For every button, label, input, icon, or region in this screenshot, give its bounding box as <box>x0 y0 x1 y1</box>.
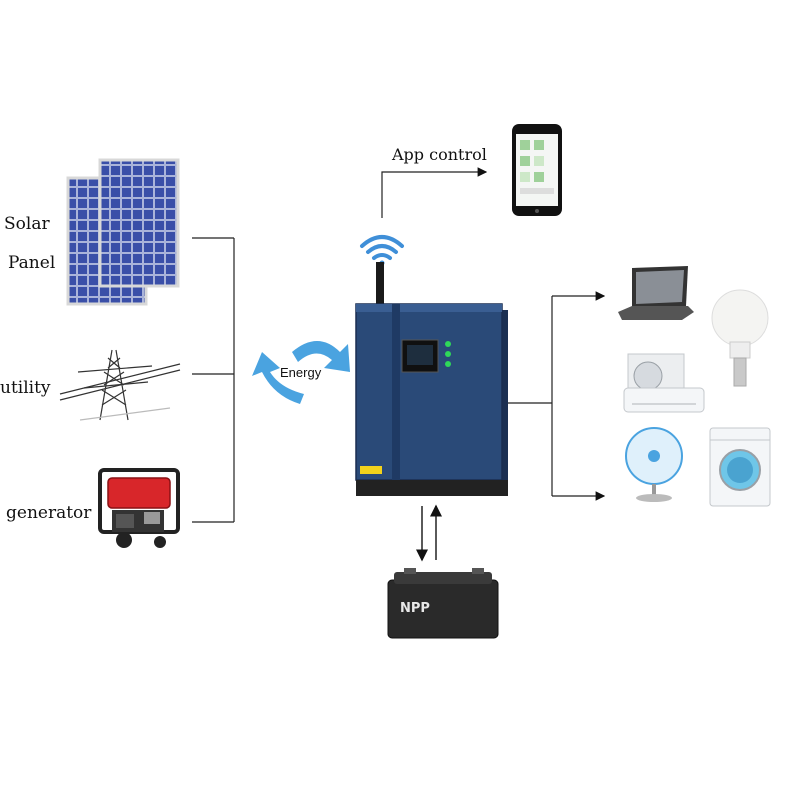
solar-panel-label-line2: Panel <box>8 253 56 273</box>
source-connector-lines <box>192 237 235 523</box>
battery-flow-arrows <box>416 504 442 562</box>
energy-label: Energy <box>280 365 322 380</box>
generator-icon <box>98 468 180 548</box>
solar-panel-label-line1: Solar <box>4 214 50 234</box>
energy-cycle-arrows <box>252 341 350 404</box>
app-control-label: App control <box>392 145 487 164</box>
solar-panel-icon <box>66 158 180 306</box>
power-tower-icon <box>59 349 181 421</box>
washing-machine-icon <box>709 427 771 507</box>
fan-icon <box>625 427 683 502</box>
wifi-icon <box>360 235 404 266</box>
generator-label: generator <box>6 503 92 523</box>
app-control-arrow <box>381 167 488 218</box>
smartphone-icon <box>512 124 562 216</box>
battery-icon: NPP <box>387 568 499 639</box>
laptop-icon <box>618 266 694 320</box>
air-conditioner-icon <box>623 353 705 413</box>
light-bulb-icon <box>711 289 769 387</box>
load-connector-lines <box>508 291 606 501</box>
utility-label: utility <box>0 378 51 398</box>
inverter-unit <box>355 262 508 496</box>
battery-brand: NPP <box>400 601 430 616</box>
